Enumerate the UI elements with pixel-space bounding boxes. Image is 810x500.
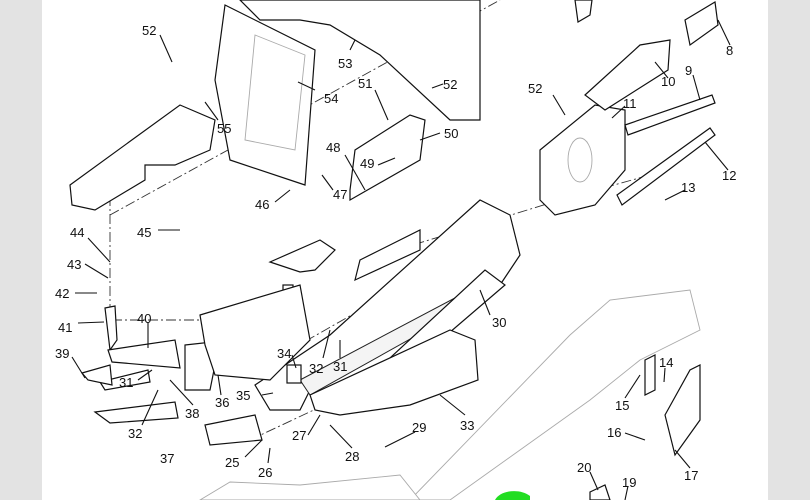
callout-45: 45 <box>137 225 151 240</box>
callout-40: 40 <box>137 311 151 326</box>
callout-36: 36 <box>215 395 229 410</box>
part-8-bracket <box>684 1 719 47</box>
callout-32: 32 <box>128 426 142 441</box>
callout-52: 52 <box>528 81 542 96</box>
part-51-panel <box>349 114 426 202</box>
part-37-bracket <box>204 414 263 446</box>
callout-41: 41 <box>58 320 72 335</box>
callout-9: 9 <box>685 63 692 78</box>
callout-10: 10 <box>661 74 675 89</box>
callout-28: 28 <box>345 449 359 464</box>
callout-11: 11 <box>623 96 637 111</box>
callout-48: 48 <box>326 140 340 155</box>
part-33-panel <box>309 329 479 416</box>
callout-20: 20 <box>577 460 591 475</box>
part-10-panel <box>584 39 671 111</box>
callout-31: 31 <box>119 375 133 390</box>
callout-49: 49 <box>360 156 374 171</box>
callout-47: 47 <box>333 187 347 202</box>
assembly-line <box>109 160 200 321</box>
callout-54: 54 <box>324 91 338 106</box>
part-39-clip <box>80 364 113 386</box>
callout-42: 42 <box>55 286 69 301</box>
callout-39: 39 <box>55 346 69 361</box>
part-42-reinforcement <box>93 401 179 424</box>
callout-55: 55 <box>217 121 231 136</box>
body-frame <box>409 289 701 500</box>
callouts: 52 53 54 55 51 52 50 48 49 47 46 45 44 4… <box>55 23 736 490</box>
callout-50: 50 <box>444 126 458 141</box>
callout-33: 33 <box>460 418 474 433</box>
part-34-clip <box>286 364 302 384</box>
callout-35: 35 <box>236 388 250 403</box>
callout-26: 26 <box>258 465 272 480</box>
callout-25: 25 <box>225 455 239 470</box>
part-12-rail <box>616 127 716 206</box>
callout-8: 8 <box>726 43 733 58</box>
part-40-plate <box>107 339 181 369</box>
callout-31: 31 <box>333 359 347 374</box>
callout-46: 46 <box>255 197 269 212</box>
callout-34: 34 <box>277 346 291 361</box>
part-53-dash-panel <box>239 0 481 121</box>
callout-38: 38 <box>185 406 199 421</box>
callout-51: 51 <box>358 76 372 91</box>
callout-16: 16 <box>607 425 621 440</box>
part-48-panel <box>354 229 421 282</box>
part-55-bracket <box>69 104 216 211</box>
lower-floor <box>199 474 421 500</box>
callout-27: 27 <box>292 428 306 443</box>
callout-37: 37 <box>160 451 174 466</box>
callout-52: 52 <box>443 77 457 92</box>
callout-32: 32 <box>309 361 323 376</box>
callout-43: 43 <box>67 257 81 272</box>
callout-52: 52 <box>142 23 156 38</box>
callout-15: 15 <box>615 398 629 413</box>
part-15-bracket <box>644 354 656 396</box>
callout-53: 53 <box>338 56 352 71</box>
part-36-bracket <box>199 284 311 381</box>
part-9-rail <box>624 94 716 136</box>
callout-13: 13 <box>681 180 695 195</box>
left-margin <box>0 0 42 500</box>
callout-44: 44 <box>70 225 84 240</box>
callout-19: 19 <box>622 475 636 490</box>
callout-17: 17 <box>684 468 698 483</box>
part-17-panel <box>664 364 701 457</box>
part-47-bracket <box>268 239 336 273</box>
callout-14: 14 <box>659 355 673 370</box>
highlighted-part <box>495 491 530 500</box>
right-margin <box>768 0 810 500</box>
part-20-bracket <box>589 484 611 500</box>
part-41-brace <box>104 305 118 352</box>
leader-lines <box>71 19 731 500</box>
callout-30: 30 <box>492 315 506 330</box>
callout-29: 29 <box>412 420 426 435</box>
callout-12: 12 <box>722 168 736 183</box>
part-upper-bracket <box>574 0 593 23</box>
